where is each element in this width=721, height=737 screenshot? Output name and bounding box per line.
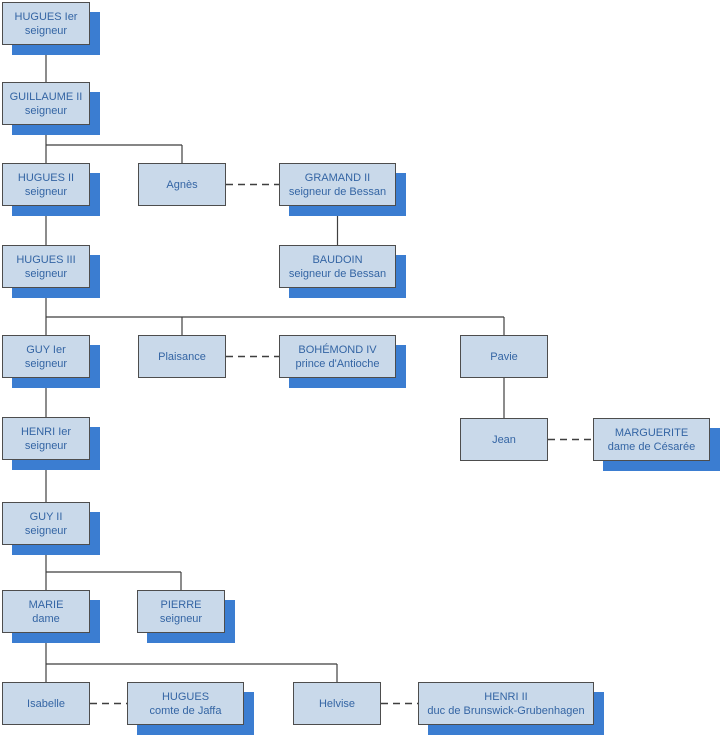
person-name: BAUDOIN [312, 253, 363, 266]
person-name: MARIE [28, 598, 64, 611]
person-node-pavie[interactable]: Pavie [460, 335, 548, 378]
person-name: HUGUES III [16, 253, 76, 266]
person-title: seigneur de Bessan [288, 267, 387, 280]
person-name: HUGUES Ier [14, 10, 78, 23]
person-name: Jean [492, 433, 516, 446]
person-title: dame de Césarée [607, 440, 696, 453]
person-node-agnes[interactable]: Agnès [138, 163, 226, 206]
person-title: seigneur [24, 185, 68, 198]
person-name: BOHÉMOND IV [298, 343, 377, 356]
person-name: MARGUERITE [614, 426, 689, 439]
person-name: Plaisance [158, 350, 206, 363]
person-title: seigneur de Bessan [288, 185, 387, 198]
person-name: Agnès [166, 178, 198, 191]
person-name: GRAMAND II [304, 171, 371, 184]
person-name: PIERRE [160, 598, 202, 611]
person-title: seigneur [24, 439, 68, 452]
person-title: seigneur [24, 104, 68, 117]
person-title: seigneur [24, 24, 68, 37]
person-node-helvise[interactable]: Helvise [293, 682, 381, 725]
person-node-plaisance[interactable]: Plaisance [138, 335, 226, 378]
person-title: dame [32, 612, 60, 625]
person-name: Pavie [490, 350, 518, 363]
person-title: prince d'Antioche [295, 357, 380, 370]
person-name: GUY II [29, 510, 63, 523]
person-name: Helvise [318, 697, 356, 710]
person-title: seigneur [159, 612, 203, 625]
person-title: seigneur [24, 267, 68, 280]
person-name: Isabelle [27, 697, 65, 710]
person-name: GUY Ier [26, 343, 66, 356]
person-name: HUGUES [161, 690, 210, 703]
person-node-isabelle[interactable]: Isabelle [2, 682, 90, 725]
person-title: seigneur [24, 524, 68, 537]
person-name: HENRI Ier [20, 425, 72, 438]
person-title: comte de Jaffa [149, 704, 222, 717]
person-name: GUILLAUME II [9, 90, 83, 103]
person-name: HUGUES II [17, 171, 75, 184]
person-name: HENRI II [484, 690, 528, 703]
person-title: duc de Brunswick-Grubenhagen [427, 704, 585, 717]
person-title: seigneur [24, 357, 68, 370]
person-node-jean[interactable]: Jean [460, 418, 548, 461]
